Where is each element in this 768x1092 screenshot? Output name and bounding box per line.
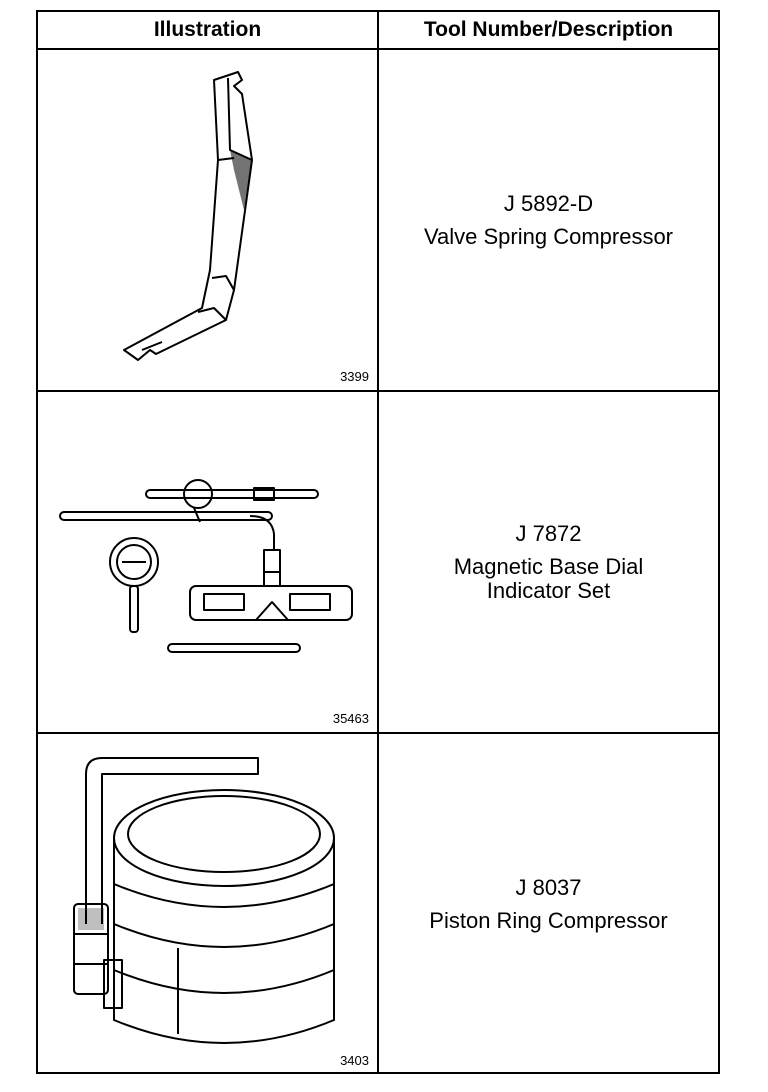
piston-ring-compressor-illustration [73, 757, 335, 1044]
tool-number: J 5892-D [503, 191, 594, 216]
header-illustration: Illustration [153, 18, 262, 41]
tool-description-cell: J 8037 Piston Ring Compressor [379, 734, 718, 1074]
tool-name: Valve Spring Compressor [423, 224, 674, 249]
figure-number: 3403 [340, 1053, 369, 1068]
illustration-cell: 3399 [38, 50, 377, 390]
dial-indicator-set-illustration [59, 479, 353, 653]
header-divider [38, 48, 718, 50]
illustration-cell: 35463 [38, 392, 377, 732]
figure-number: 3399 [340, 369, 369, 384]
row-divider [38, 390, 718, 392]
tool-name: Piston Ring Compressor [429, 908, 668, 933]
tool-table: Illustration Tool Number/Description 339… [36, 10, 720, 1074]
tool-number: J 7872 [515, 521, 582, 546]
tool-name: Magnetic Base Dial Indicator Set [453, 554, 644, 603]
tool-number: J 8037 [515, 875, 582, 900]
illustration-cell: 3403 [38, 734, 377, 1074]
row-divider [38, 732, 718, 734]
valve-spring-compressor-illustration [123, 71, 253, 361]
figure-number: 35463 [332, 711, 369, 726]
tool-description-cell: J 7872 Magnetic Base Dial Indicator Set [379, 392, 718, 732]
header-tool-description: Tool Number/Description [423, 18, 674, 41]
column-divider [377, 12, 379, 1072]
tool-description-cell: J 5892-D Valve Spring Compressor [379, 50, 718, 390]
